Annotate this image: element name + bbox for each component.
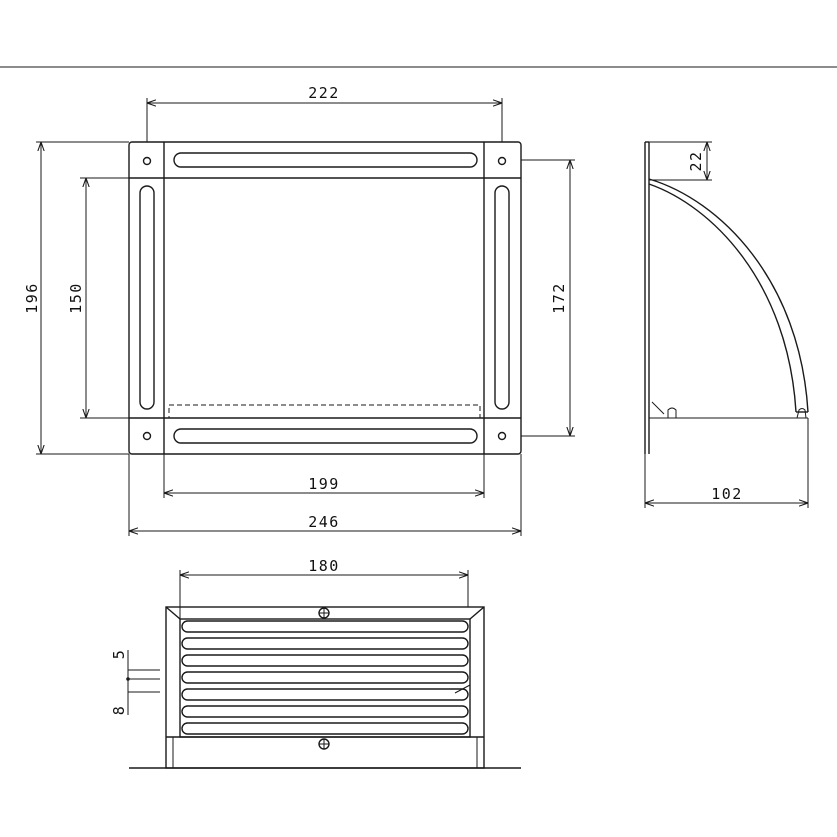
corner-hole xyxy=(497,156,507,166)
dim-label-22: 22 xyxy=(687,150,705,171)
louver-slat xyxy=(181,671,469,684)
louver-slat xyxy=(181,620,469,633)
screw-icon xyxy=(318,607,330,619)
dim-front-inner-height: 150 xyxy=(67,177,140,419)
top-slot xyxy=(173,152,478,168)
hidden-ledge xyxy=(168,404,481,419)
hood-curve-inner xyxy=(648,183,797,413)
right-slot xyxy=(494,185,510,410)
dim-front-total-width: 246 xyxy=(128,454,522,536)
louver-inner-frame xyxy=(179,618,471,738)
dim-label-180: 180 xyxy=(308,557,340,575)
dim-label-102: 102 xyxy=(711,485,743,503)
dim-side-depth: 102 xyxy=(644,418,809,508)
louver-slat xyxy=(181,654,469,667)
bottom-view xyxy=(129,606,521,769)
dim-front-right-height: 172 xyxy=(521,159,575,437)
dim-front-top-width: 222 xyxy=(146,84,503,142)
louver-outer-frame xyxy=(165,606,485,769)
corner-hole xyxy=(497,431,507,441)
dim-label-222: 222 xyxy=(308,84,340,102)
dim-front-total-height: 196 xyxy=(23,141,129,455)
corner-hole xyxy=(142,156,152,166)
front-outer-frame xyxy=(128,141,522,455)
louver-slat xyxy=(181,688,469,701)
dim-label-199: 199 xyxy=(308,475,340,493)
louver-slat xyxy=(181,705,469,718)
dim-label-246: 246 xyxy=(308,513,340,531)
dim-louver-spacing: 5 8 xyxy=(110,649,160,716)
dim-label-5: 5 xyxy=(110,649,128,660)
front-view xyxy=(128,141,522,455)
dim-label-196: 196 xyxy=(23,282,41,314)
dim-side-top-offset: 22 xyxy=(649,141,712,181)
side-view xyxy=(644,141,809,454)
louver-slat xyxy=(181,722,469,735)
corner-hole xyxy=(142,431,152,441)
louver-slat xyxy=(181,637,469,650)
bottom-slot xyxy=(173,428,478,444)
hood-curve-outer xyxy=(648,178,809,413)
dim-label-8: 8 xyxy=(110,705,128,716)
dim-label-172: 172 xyxy=(550,282,568,314)
left-slot xyxy=(139,185,155,410)
screw-icon xyxy=(318,738,330,750)
dim-front-inner-width: 199 xyxy=(163,454,485,498)
dim-label-150: 150 xyxy=(67,282,85,314)
dim-bottom-width: 180 xyxy=(179,557,469,619)
